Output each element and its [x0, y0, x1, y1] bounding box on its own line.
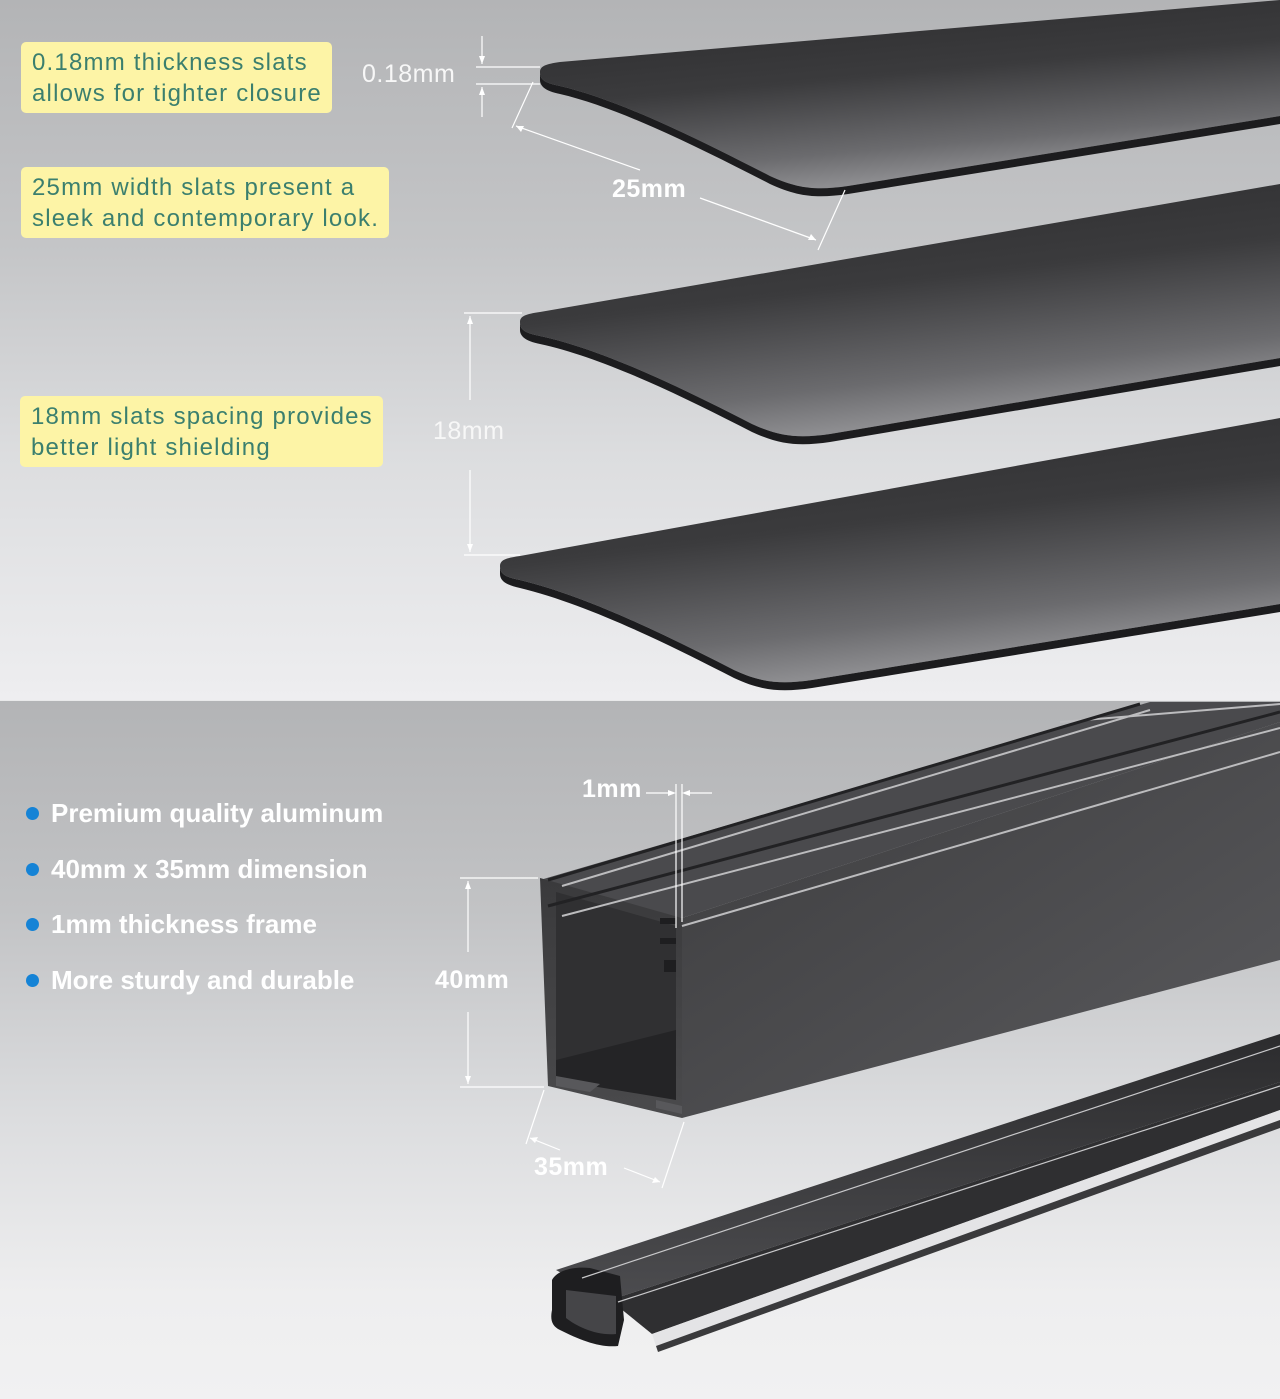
callout-spacing: 18mm slats spacing provides better light…: [20, 396, 383, 467]
bullet-dot-icon: [26, 973, 39, 987]
callout-thickness-line1: 0.18mm thickness slats: [32, 49, 308, 76]
slat-1: [540, 0, 1280, 197]
feature-item: More sturdy and durable: [26, 953, 383, 1009]
frame-dimension-lines: [460, 784, 712, 1189]
feature-text: Premium quality aluminum: [51, 798, 384, 829]
dimension-spacing-label: 18mm: [433, 417, 505, 445]
bullet-dot-icon: [26, 807, 39, 821]
feature-item: 40mm x 35mm dimension: [26, 842, 383, 898]
callout-width: 25mm width slats present a sleek and con…: [21, 167, 390, 238]
slat-3: [500, 418, 1280, 691]
dimension-depth-label: 35mm: [534, 1153, 609, 1181]
feature-list: Premium quality aluminum 40mm x 35mm dim…: [26, 786, 383, 1008]
callout-spacing-line2: better light shielding: [31, 434, 271, 461]
headrail-frame: [540, 702, 1280, 1118]
bullet-dot-icon: [26, 918, 39, 932]
dimension-thickness-label: 0.18mm: [362, 60, 456, 88]
dimension-wall-label: 1mm: [582, 775, 642, 803]
bullet-dot-icon: [26, 862, 39, 876]
feature-item: Premium quality aluminum: [26, 786, 383, 842]
callout-thickness: 0.18mm thickness slats allows for tighte…: [21, 42, 332, 113]
callout-width-line1: 25mm width slats present a: [32, 174, 356, 201]
dimension-width-label: 25mm: [612, 175, 687, 203]
feature-item: 1mm thickness frame: [26, 897, 383, 953]
callout-thickness-line2: allows for tighter closure: [32, 80, 322, 107]
callout-spacing-line1: 18mm slats spacing provides: [31, 403, 373, 430]
bottom-rail: [551, 1034, 1280, 1352]
feature-text: 40mm x 35mm dimension: [51, 853, 368, 884]
dimension-height-label: 40mm: [435, 966, 510, 994]
feature-text: More sturdy and durable: [51, 964, 355, 995]
callout-width-line2: sleek and contemporary look.: [32, 205, 380, 232]
slat-2: [520, 184, 1280, 445]
feature-text: 1mm thickness frame: [51, 909, 317, 940]
